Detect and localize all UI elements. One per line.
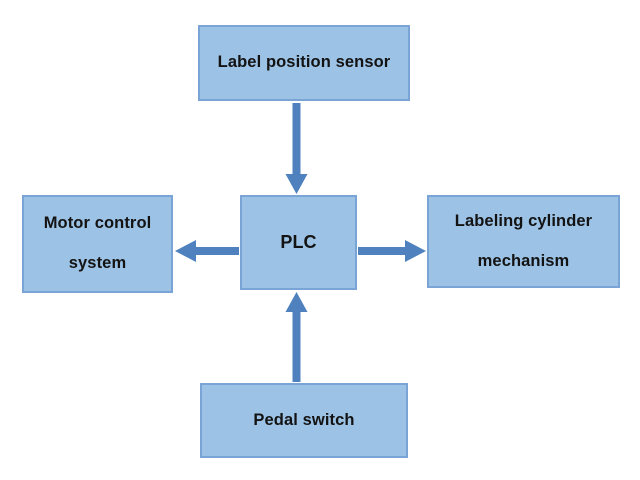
- node-label: Pedal switch: [253, 410, 355, 429]
- node-plc: PLC: [240, 195, 357, 290]
- node-label: PLC: [280, 231, 317, 252]
- node-label: Label position sensor: [217, 53, 391, 72]
- node-labeling-cylinder-mechanism: Labeling cylinder mechanism: [427, 195, 620, 288]
- arrow-plc-to-motor: [175, 240, 239, 262]
- node-label: Motor control system: [43, 214, 152, 272]
- node-motor-control-system: Motor control system: [22, 195, 173, 293]
- node-label: Labeling cylinder mechanism: [454, 211, 593, 270]
- node-label-position-sensor: Label position sensor: [198, 25, 410, 101]
- arrow-sensor-to-plc: [285, 103, 308, 194]
- arrow-plc-to-cylinder: [358, 240, 426, 262]
- node-pedal-switch: Pedal switch: [200, 383, 408, 458]
- arrow-pedal-to-plc: [285, 292, 308, 382]
